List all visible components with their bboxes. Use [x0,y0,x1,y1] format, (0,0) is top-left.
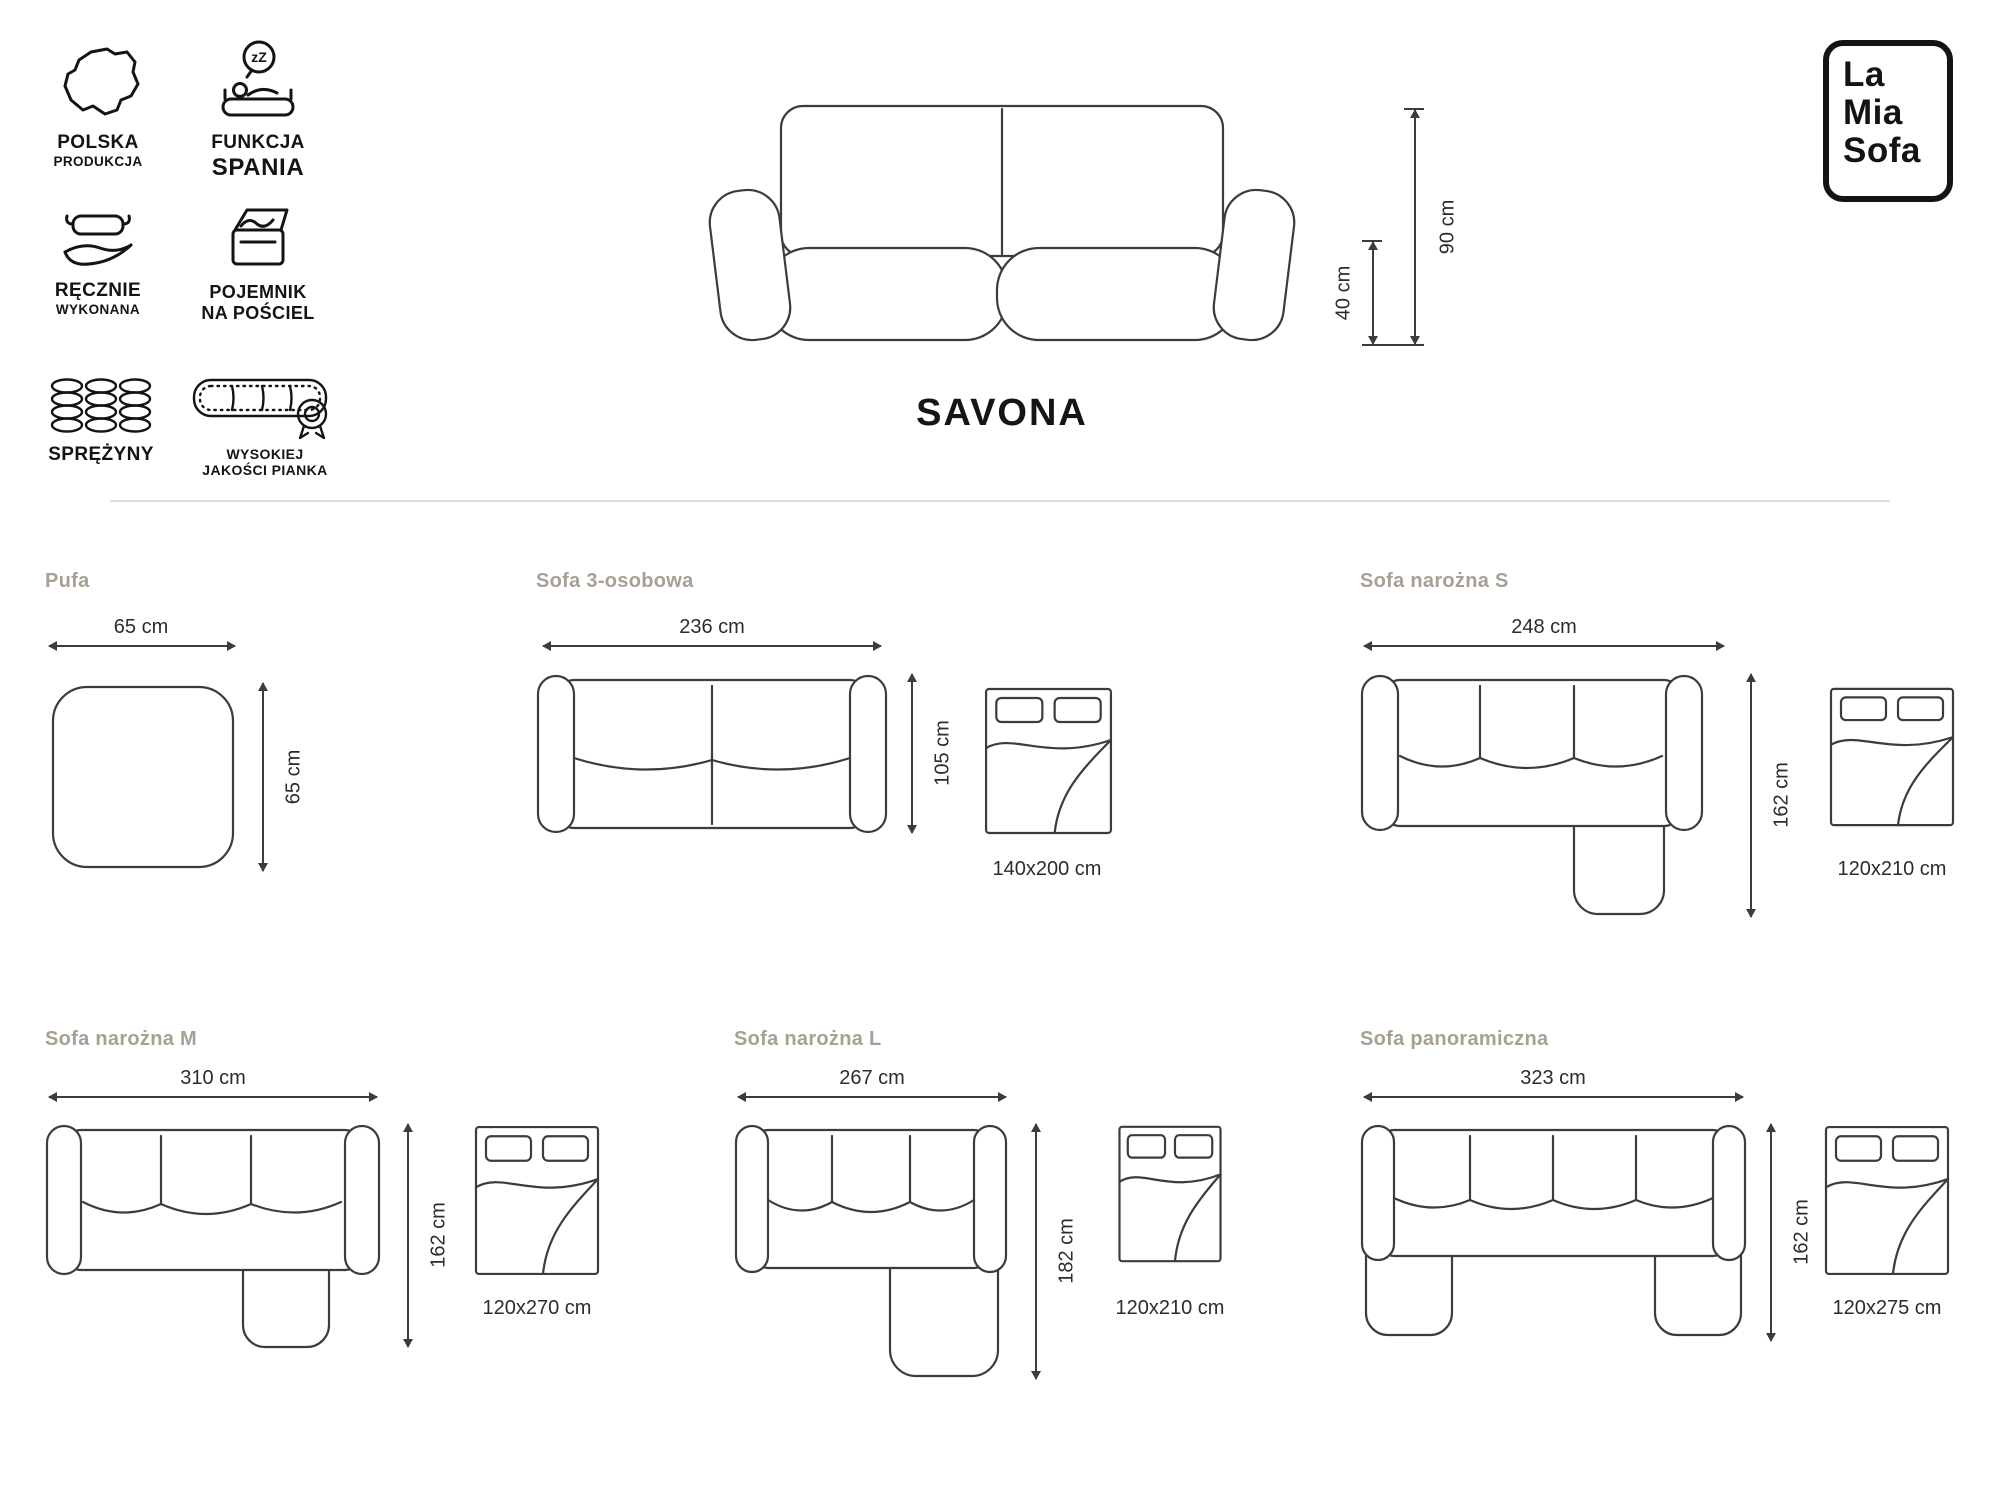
hero-seat-height-arrow [1368,241,1378,345]
brand-logo-line: La [1843,55,1885,94]
width-dimension-arrow [542,641,882,651]
bed-icon [983,686,1114,836]
variant-title-sofa-narozna-l: Sofa narożna L [734,1028,882,1050]
hero-sofa-front-view [677,100,1327,345]
bed-size-label: 120x270 cm [482,1297,592,1319]
depth-dimension-arrow [907,673,917,834]
width-dimension-arrow [1363,1092,1744,1102]
feature-label: RĘCZNIE [54,280,142,301]
width-dimension-label: 65 cm [113,616,169,638]
bed-size-label: 120x210 cm [1837,858,1947,880]
hero-seat-height-label: 40 cm [1332,265,1355,321]
pufa-top-view [49,683,237,871]
width-dimension-label: 236 cm [679,616,745,638]
poland-map-icon [20,34,176,126]
bedding-storage-icon [180,196,336,276]
feature-wysokiej-jakosci-pianka: WYSOKIEJ JAKOŚCI PIANKA [182,360,348,478]
svg-text:zZ: zZ [251,49,267,65]
depth-dimension-arrow [258,682,268,872]
feature-label: SPANIA [211,154,305,181]
feature-recznie-wykonana: RĘCZNIE WYKONANA [20,202,176,317]
depth-dimension-label: 65 cm [282,749,305,805]
sofa-narozna-m-top-view [45,1124,381,1350]
bed-icon [1117,1124,1223,1264]
dimension-cap [1362,344,1424,346]
bed-icon [473,1124,601,1277]
variant-title-pufa: Pufa [45,570,90,592]
sofa-panoramiczna-top-view [1360,1124,1747,1341]
sofa-narozna-l-top-view [734,1124,1008,1379]
brand-logo-line: Mia [1843,92,1903,132]
width-dimension-arrow [48,641,236,651]
brand-logo-line: Sofa [1843,130,1921,170]
depth-dimension-label: 162 cm [1790,1199,1813,1265]
variant-title-sofa-narozna-m: Sofa narożna M [45,1028,197,1050]
sofa-3-osobowa-top-view [536,674,888,834]
feature-sprezyny: SPRĘŻYNY [22,372,180,466]
width-dimension-label: 310 cm [180,1067,246,1089]
feature-funkcja-spania: zZ FUNKCJA SPANIA [180,34,336,182]
variant-title-sofa-3-osobowa: Sofa 3-osobowa [536,570,694,592]
feature-polska-produkcja: POLSKA PRODUKCJA [20,34,176,169]
hero-total-height-label: 90 cm [1436,199,1459,255]
width-dimension-arrow [737,1092,1007,1102]
depth-dimension-arrow [403,1123,413,1348]
foam-quality-icon [182,360,348,440]
depth-dimension-arrow [1766,1123,1776,1342]
width-dimension-arrow [1363,641,1725,651]
bed-size-label: 120x210 cm [1115,1297,1225,1319]
feature-label: JAKOŚCI PIANKA [202,462,328,478]
depth-dimension-arrow [1746,673,1756,918]
width-dimension-arrow [48,1092,378,1102]
dimension-cap [1362,240,1382,242]
width-dimension-label: 267 cm [839,1067,905,1089]
feature-label: POLSKA [57,132,139,153]
bed-size-label: 120x275 cm [1832,1297,1942,1319]
feature-pojemnik-na-posciel: POJEMNIK NA POŚCIEL [180,196,336,324]
feature-label: WYKONANA [55,302,141,317]
feature-label: WYSOKIEJ [226,446,304,462]
feature-label: SPRĘŻYNY [48,444,154,465]
depth-dimension-arrow [1031,1123,1041,1380]
bed-icon [1823,1124,1951,1277]
dimension-cap [1404,108,1424,110]
handmade-icon [20,202,176,274]
brand-logo: La Mia Sofa [1823,40,1953,202]
bed-size-label: 140x200 cm [992,858,1102,880]
bed-icon [1828,686,1956,828]
depth-dimension-label: 162 cm [1770,762,1793,828]
width-dimension-label: 323 cm [1520,1067,1586,1089]
depth-dimension-label: 182 cm [1055,1218,1078,1284]
sofa-narozna-s-top-view [1360,674,1728,920]
hero-total-height-arrow [1410,109,1420,345]
product-title: SAVONA [916,392,1088,434]
sleep-function-icon: zZ [180,34,336,126]
depth-dimension-label: 105 cm [931,720,954,786]
depth-dimension-label: 162 cm [427,1202,450,1268]
feature-label: PRODUKCJA [53,154,143,169]
springs-icon [22,372,180,438]
width-dimension-label: 248 cm [1511,616,1577,638]
variant-title-sofa-narozna-s: Sofa narożna S [1360,570,1509,592]
section-divider [110,500,1890,502]
feature-label: POJEMNIK [209,282,307,302]
feature-label: FUNKCJA [211,132,305,153]
variant-title-sofa-panoramiczna: Sofa panoramiczna [1360,1028,1549,1050]
feature-label: NA POŚCIEL [201,303,315,323]
